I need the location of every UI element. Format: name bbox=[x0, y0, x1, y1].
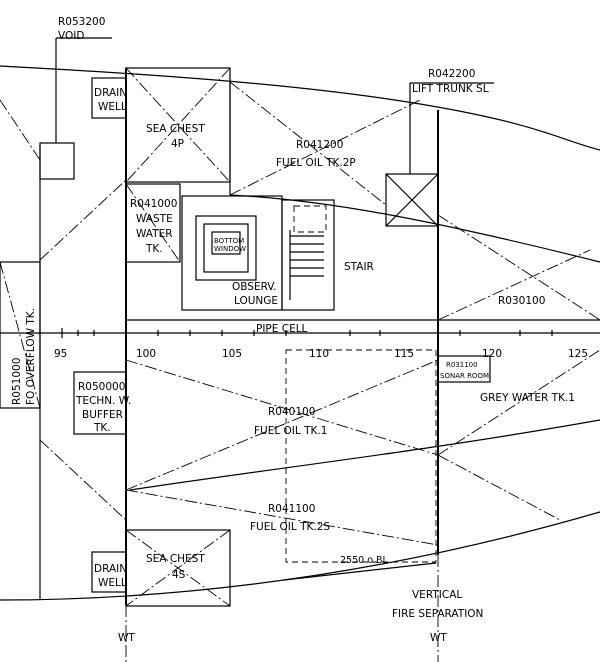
wt-label-right: WT bbox=[430, 632, 447, 644]
techn-l2: BUFFER bbox=[82, 409, 123, 421]
r030100-code: R030100 bbox=[498, 295, 545, 307]
techn-l3: TK. bbox=[93, 422, 111, 434]
drain-well-top-l2: WELL bbox=[98, 101, 127, 113]
waste-water-l3: TK. bbox=[145, 243, 163, 255]
fuel-oil-2s-name: FUEL OIL TK.2S bbox=[250, 521, 330, 533]
frame-110: 110 bbox=[309, 348, 329, 360]
lift-trunk-name: LIFT TRUNK SL bbox=[412, 83, 489, 95]
waste-water-l1: WASTE bbox=[136, 213, 173, 225]
drain-well-bot-l1: DRAIN bbox=[94, 563, 127, 575]
stair-enclosure bbox=[281, 199, 335, 311]
frame-115: 115 bbox=[394, 348, 414, 360]
fuel-oil-2p-code: R041200 bbox=[296, 139, 343, 151]
sea-chest-4p-l1: SEA CHEST bbox=[146, 123, 205, 135]
fuel-oil-2p-name: FUEL OIL TK.2P bbox=[276, 157, 356, 169]
fuel-oil-1-name: FUEL OIL TK.1 bbox=[254, 425, 327, 437]
frame-105: 105 bbox=[222, 348, 242, 360]
bottom-window-l2: WINDOW bbox=[214, 245, 246, 253]
fuel-oil-2s-inner bbox=[285, 349, 437, 563]
sea-chest-4s-l1: SEA CHEST bbox=[146, 553, 205, 565]
bottom-window bbox=[195, 215, 257, 281]
sonar-room bbox=[437, 355, 491, 383]
frame-100: 100 bbox=[136, 348, 156, 360]
deck-line-upper bbox=[229, 194, 600, 263]
fo-overflow-tank bbox=[0, 261, 41, 409]
sonar-code: R031100 bbox=[446, 361, 478, 369]
dim-2550-line bbox=[283, 562, 437, 581]
sea-chest-4s-l2: 4S bbox=[172, 569, 186, 581]
lift-trunk-code: R042200 bbox=[428, 68, 475, 80]
frame-95: 95 bbox=[54, 348, 67, 360]
sea-chest-4s bbox=[125, 529, 231, 607]
void-name: VOID bbox=[58, 30, 84, 42]
fo-overflow-name: FO OVERFLOW TK. bbox=[25, 308, 37, 405]
bottom-window-l1: BOTTOM bbox=[214, 237, 244, 245]
wt-label-left: WT bbox=[118, 632, 135, 644]
void-box bbox=[39, 142, 75, 180]
waste-water-l2: WATER bbox=[136, 228, 173, 240]
techn-code: R050000 bbox=[78, 381, 125, 393]
fo-overflow-code: R051000 bbox=[11, 358, 23, 405]
waste-water-tank bbox=[125, 183, 181, 263]
frame-ruler bbox=[0, 328, 600, 338]
grey-water-label: GREY WATER TK.1 bbox=[480, 392, 575, 404]
fire-separation-label: FIRE SEPARATION bbox=[392, 608, 483, 620]
techn-water-tank bbox=[73, 371, 127, 435]
tank-top-line bbox=[129, 419, 600, 491]
drain-well-top-l1: DRAIN bbox=[94, 87, 127, 99]
vertical-label: VERTICAL bbox=[412, 589, 462, 601]
observ-lounge-l1: OBSERV. bbox=[232, 281, 276, 293]
sonar-name: SONAR ROOM bbox=[440, 372, 489, 380]
sea-chest-4p-l2: 4P bbox=[171, 138, 184, 150]
hull-outline-top bbox=[0, 65, 600, 151]
void-code: R053200 bbox=[58, 16, 105, 28]
lift-trunk bbox=[385, 173, 439, 227]
techn-l1: TECHN. W. bbox=[75, 395, 131, 407]
fuel-oil-2s-code: R041100 bbox=[268, 503, 315, 515]
stair-label: STAIR bbox=[344, 261, 374, 273]
fuel-oil-1-code: R040100 bbox=[268, 406, 315, 418]
observ-lounge-l2: LOUNGE bbox=[234, 295, 278, 307]
stair-treads bbox=[289, 230, 324, 300]
frame-120: 120 bbox=[482, 348, 502, 360]
waste-water-code: R041000 bbox=[130, 198, 177, 210]
frame-125: 125 bbox=[568, 348, 588, 360]
pipe-cell-label: PIPE CELL bbox=[256, 323, 308, 335]
drain-well-bot-l2: WELL bbox=[98, 577, 127, 589]
dim-2550-label: 2550 o BL bbox=[340, 555, 389, 566]
